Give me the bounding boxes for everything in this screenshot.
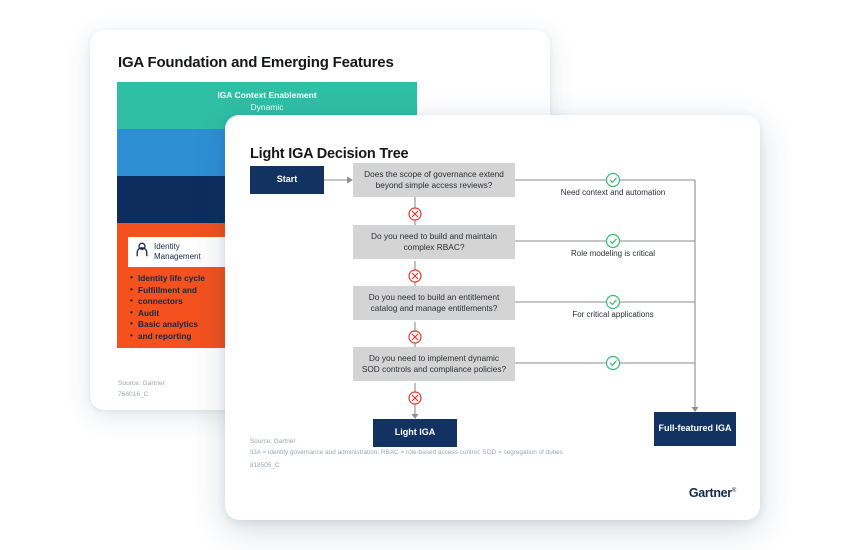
terminal-full-featured-iga[interactable]: Full-featured IGA [654, 412, 736, 446]
page-title: Light IGA Decision Tree [250, 146, 409, 162]
source-code: 818505_C [250, 462, 280, 469]
list-item-cont: connectors [130, 295, 265, 308]
gartner-wordmark: Gartner [688, 486, 732, 500]
control-feature-bullets: Identity life cycle Fulfillment and conn… [130, 272, 265, 343]
band-title: IGA Context Enablement [217, 90, 317, 100]
source-text: Source: Gartner [250, 438, 296, 445]
source-code: 766016_C [118, 391, 149, 398]
chip-line-1: Identity [154, 242, 180, 251]
front-card-source: Source: Gartner IGA = identity governanc… [250, 437, 563, 472]
identity-management-chip: Identity Management [128, 237, 234, 267]
question-node-4[interactable]: Do you need to implement dynamic SOD con… [353, 347, 515, 381]
terminal-light-iga[interactable]: Light IGA [373, 419, 457, 447]
source-text: Source: Gartner [118, 380, 165, 387]
list-item: Fulfillment and [130, 284, 265, 297]
back-card-title: IGA Foundation and Emerging Features [118, 54, 394, 71]
decision-tree-connectors [324, 172, 699, 419]
question-node-1[interactable]: Does the scope of governance extend beyo… [353, 163, 515, 197]
list-item: Identity life cycle [130, 272, 265, 285]
list-item: Basic analytics [130, 318, 265, 331]
back-card-source: Source: Gartner 766016_C [118, 378, 165, 400]
gartner-logo: Gartner® [688, 486, 736, 500]
list-item-cont: and reporting [130, 330, 265, 343]
front-card: Light IGA Decision Tree [225, 115, 760, 520]
abbreviation-footnote: IGA = identity governance and administra… [250, 448, 563, 456]
chip-line-2: Management [154, 252, 201, 261]
list-item: Audit [130, 307, 265, 320]
yes-label-1: Need context and automation [560, 188, 666, 197]
person-icon [135, 242, 149, 262]
yes-label-3: For critical applications [572, 310, 654, 319]
band-subtitle: Dynamic [250, 102, 284, 112]
question-node-2[interactable]: Do you need to build and maintain comple… [353, 225, 515, 259]
identity-management-label: Identity Management [154, 242, 201, 262]
yes-label-2: Role modeling is critical [570, 249, 656, 258]
start-node[interactable]: Start [250, 166, 324, 194]
question-node-3[interactable]: Do you need to build an entitlement cata… [353, 286, 515, 320]
